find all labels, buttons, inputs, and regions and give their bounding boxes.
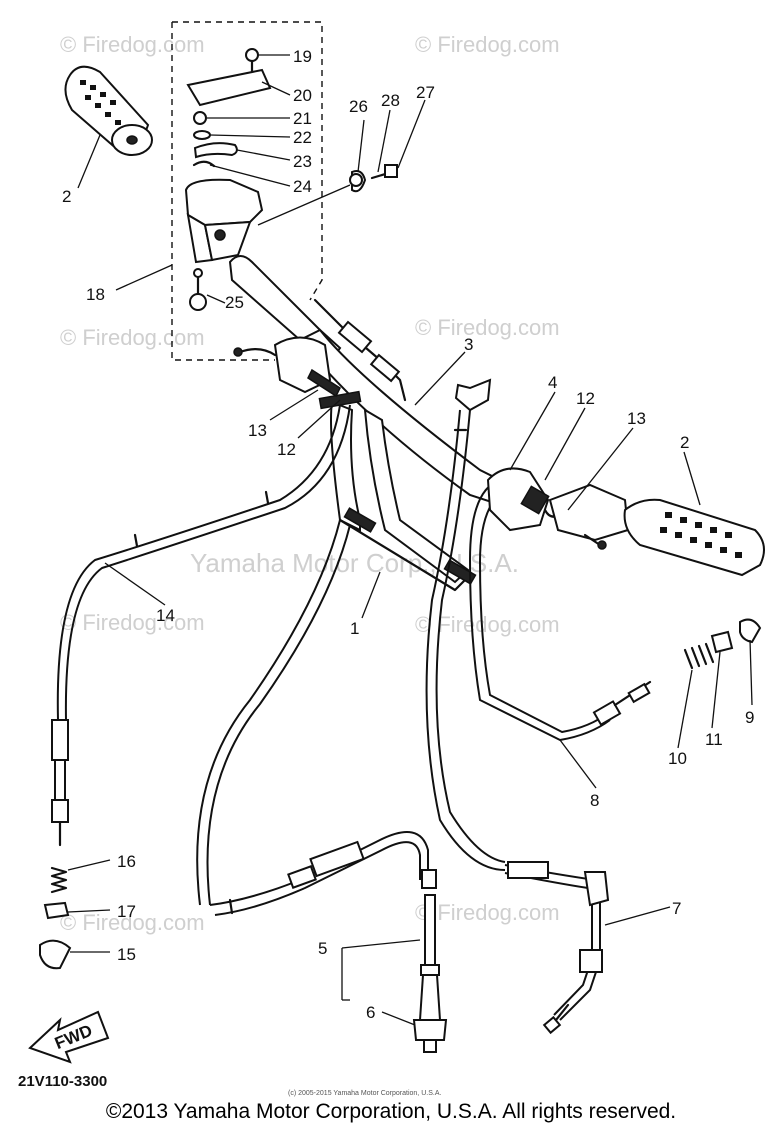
watermark-1: © Firedog.com	[60, 32, 205, 57]
callout-14: 14	[156, 606, 175, 625]
cable-8	[468, 479, 762, 742]
callout-1: 1	[350, 619, 359, 638]
callout-24: 24	[293, 177, 312, 196]
callout-8: 8	[590, 791, 599, 810]
callout-12-left: 12	[277, 440, 296, 459]
callout-9: 9	[745, 708, 754, 727]
callout-22: 22	[293, 128, 312, 147]
callout-17: 17	[117, 902, 136, 921]
watermark-4: © Firedog.com	[415, 315, 560, 340]
callout-2-right: 2	[680, 433, 689, 452]
callout-5: 5	[318, 939, 327, 958]
callouts: 2 19 20 21 22 23 24 18 25 26 28 27 13 12…	[62, 47, 754, 1022]
cable-3	[425, 378, 506, 871]
watermarks: © Firedog.com © Firedog.com © Firedog.co…	[60, 32, 560, 935]
diagram-code: 21V110-3300	[18, 1073, 107, 1090]
copyright-notice: ©2013 Yamaha Motor Corporation, U.S.A. A…	[105, 1100, 677, 1123]
callout-25: 25	[225, 293, 244, 312]
callout-2-left: 2	[62, 187, 71, 206]
callout-13-left: 13	[248, 421, 267, 440]
watermark-6: © Firedog.com	[415, 612, 560, 637]
callout-10: 10	[668, 749, 687, 768]
watermark-3: © Firedog.com	[60, 325, 205, 350]
callout-12-right: 12	[576, 389, 595, 408]
callout-27: 27	[416, 83, 435, 102]
watermark-8: © Firedog.com	[415, 900, 560, 925]
callout-7: 7	[672, 899, 681, 918]
left-switch	[233, 336, 341, 398]
handlebar	[228, 255, 522, 592]
callout-16: 16	[117, 852, 136, 871]
callout-3: 3	[464, 335, 473, 354]
watermark-5: © Firedog.com	[60, 610, 205, 635]
left-grip	[64, 65, 153, 156]
callout-11: 11	[705, 730, 723, 749]
cable-7	[504, 861, 610, 1035]
callout-21: 21	[293, 109, 312, 128]
callout-26: 26	[349, 97, 368, 116]
callout-4: 4	[548, 373, 557, 392]
callout-13-right: 13	[627, 409, 646, 428]
callout-19: 19	[293, 47, 312, 66]
upper-cable-parts	[257, 164, 407, 402]
callout-18: 18	[86, 285, 105, 304]
callout-28: 28	[381, 91, 400, 110]
right-lever-assembly	[486, 467, 630, 550]
throttle-assembly-box	[171, 21, 323, 361]
watermark-2: © Firedog.com	[415, 32, 560, 57]
throttle-housing	[184, 48, 272, 311]
callout-20: 20	[293, 86, 312, 105]
callout-6: 6	[366, 1003, 375, 1022]
small-copyright: (c) 2005-2015 Yamaha Motor Corporation, …	[288, 1090, 441, 1097]
watermark-7: © Firedog.com	[60, 910, 205, 935]
callout-15: 15	[117, 945, 136, 964]
cable-14	[39, 404, 351, 970]
cable-5-6	[196, 519, 448, 1053]
right-grip	[623, 498, 765, 577]
callout-23: 23	[293, 152, 312, 171]
leader-lines	[67, 54, 753, 1026]
fwd-arrow: FWD	[28, 1010, 110, 1064]
